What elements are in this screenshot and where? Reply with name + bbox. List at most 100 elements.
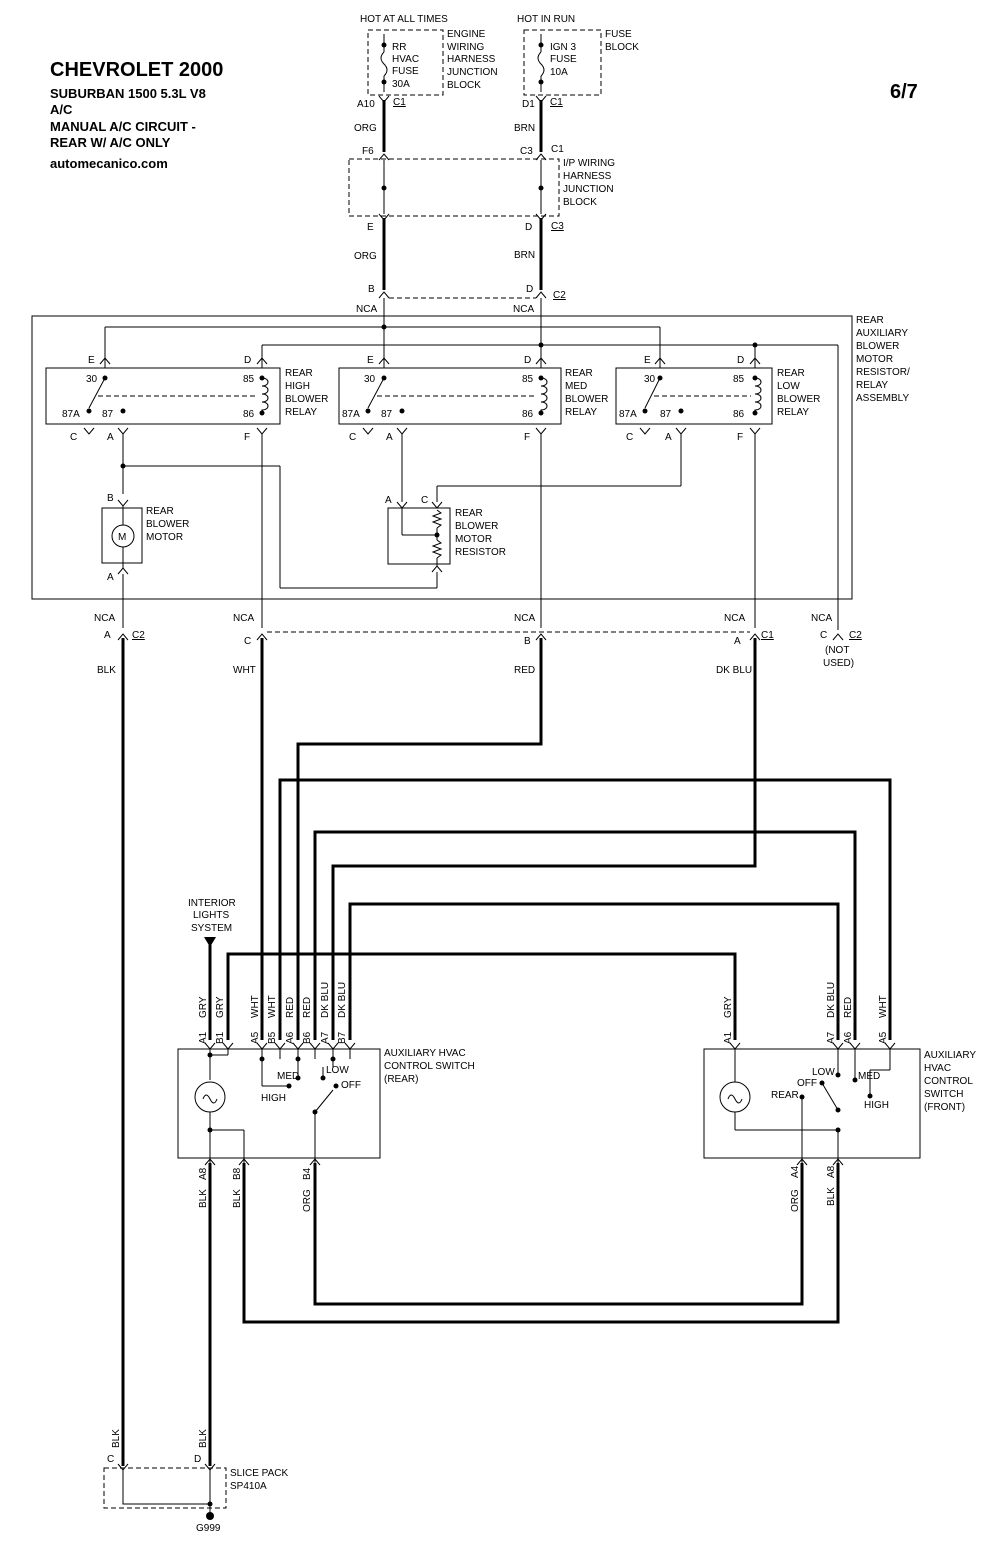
svg-text:RESISTOR/: RESISTOR/	[856, 367, 910, 378]
svg-text:30: 30	[86, 374, 98, 385]
svg-text:OFF: OFF	[341, 1080, 361, 1091]
svg-text:F: F	[737, 432, 743, 443]
option-line: REAR W/ A/C ONLY	[50, 135, 171, 150]
wht-wire-front	[278, 778, 892, 1040]
svg-text:NCA: NCA	[724, 613, 745, 624]
svg-text:LOW: LOW	[326, 1065, 349, 1076]
svg-text:WHT: WHT	[878, 995, 889, 1018]
svg-text:RELAY: RELAY	[856, 380, 888, 391]
svg-text:B7: B7	[337, 1031, 348, 1044]
svg-text:REAR: REAR	[771, 1090, 799, 1101]
svg-text:I/P WIRING: I/P WIRING	[563, 158, 615, 169]
svg-text:C3: C3	[551, 221, 564, 232]
svg-text:D1: D1	[522, 99, 535, 110]
svg-text:RELAY: RELAY	[285, 407, 317, 418]
svg-text:REAR: REAR	[856, 315, 884, 326]
svg-text:(FRONT): (FRONT)	[924, 1102, 965, 1113]
svg-text:A1: A1	[198, 1031, 209, 1044]
svg-text:JUNCTION: JUNCTION	[563, 184, 614, 195]
svg-text:C1: C1	[761, 630, 774, 641]
rear-blower-assembly-outline	[31, 315, 853, 600]
svg-text:SLICE PACK: SLICE PACK	[230, 1468, 288, 1479]
svg-text:BLK: BLK	[97, 665, 116, 676]
svg-text:A: A	[107, 572, 114, 583]
svg-text:AUXILIARY: AUXILIARY	[924, 1050, 976, 1061]
motor-m-symbol: M	[118, 532, 126, 543]
svg-text:C: C	[421, 495, 428, 506]
svg-text:BLOWER: BLOWER	[856, 341, 899, 352]
svg-text:NCA: NCA	[233, 613, 254, 624]
svg-text:30A: 30A	[392, 79, 410, 90]
svg-text:HVAC: HVAC	[392, 54, 419, 65]
svg-text:D: D	[194, 1454, 201, 1465]
svg-text:NCA: NCA	[811, 613, 832, 624]
svg-text:NCA: NCA	[514, 613, 535, 624]
svg-text:F: F	[524, 432, 530, 443]
svg-text:RED: RED	[285, 997, 296, 1018]
page-number: 6/7	[890, 81, 918, 103]
svg-text:SP410A: SP410A	[230, 1481, 267, 1492]
svg-text:SYSTEM: SYSTEM	[191, 923, 232, 934]
svg-text:87: 87	[102, 409, 114, 420]
svg-text:HIGH: HIGH	[261, 1093, 286, 1104]
svg-text:B6: B6	[302, 1031, 313, 1044]
svg-text:ORG: ORG	[354, 123, 377, 134]
svg-text:A5: A5	[878, 1031, 889, 1044]
svg-text:NCA: NCA	[513, 304, 534, 315]
svg-text:(NOT: (NOT	[825, 645, 849, 656]
svg-text:30: 30	[364, 374, 376, 385]
svg-text:B: B	[107, 493, 114, 504]
svg-text:C3: C3	[520, 146, 533, 157]
svg-text:BLOWER: BLOWER	[455, 521, 498, 532]
svg-text:BLK: BLK	[111, 1429, 122, 1448]
svg-text:MED: MED	[858, 1071, 880, 1082]
svg-text:BRN: BRN	[514, 250, 535, 261]
svg-text:D: D	[526, 284, 533, 295]
svg-text:FUSE: FUSE	[605, 29, 632, 40]
svg-text:A6: A6	[843, 1031, 854, 1044]
svg-text:A7: A7	[320, 1031, 331, 1044]
svg-text:C: C	[349, 432, 356, 443]
svg-text:REAR: REAR	[565, 368, 593, 379]
svg-text:BLOWER: BLOWER	[146, 519, 189, 530]
svg-text:HARNESS: HARNESS	[447, 54, 496, 65]
rear-high-blower-relay: E D 30 85 87A 87 86 REAR HIGH BLOWER REL…	[45, 355, 328, 443]
circuit-line: MANUAL A/C CIRCUIT -	[50, 119, 196, 134]
svg-text:DK BLU: DK BLU	[716, 665, 752, 676]
svg-text:(REAR): (REAR)	[384, 1074, 418, 1085]
vehicle-line: SUBURBAN 1500 5.3L V8	[50, 86, 206, 101]
svg-text:ORG: ORG	[790, 1189, 801, 1212]
svg-text:AUXILIARY: AUXILIARY	[856, 328, 908, 339]
svg-text:B4: B4	[302, 1167, 313, 1180]
svg-text:REAR: REAR	[285, 368, 313, 379]
blk-wire-rear-front	[242, 1163, 840, 1324]
diagram-title: CHEVROLET 2000	[50, 59, 223, 81]
svg-text:E: E	[88, 355, 95, 366]
auxiliary-hvac-control-switch-rear: MED LOW OFF HIGH AUXILIARY HVAC CONTROL …	[177, 1042, 475, 1166]
rear-blower-motor: B M REAR BLOWER MOTOR A	[101, 493, 189, 628]
svg-text:BLOWER: BLOWER	[777, 394, 820, 405]
svg-text:87: 87	[660, 409, 672, 420]
svg-text:C: C	[820, 630, 827, 641]
engine-junction-block-outline	[367, 29, 444, 96]
svg-text:A: A	[734, 636, 741, 647]
svg-text:86: 86	[522, 409, 534, 420]
svg-text:MOTOR: MOTOR	[146, 532, 183, 543]
rear-switch-lamp-icon	[194, 1081, 226, 1113]
svg-text:USED): USED)	[823, 658, 854, 669]
ip-junction-block-outline	[348, 158, 560, 217]
svg-text:SWITCH: SWITCH	[924, 1089, 963, 1100]
svg-text:NCA: NCA	[94, 613, 115, 624]
svg-text:RED: RED	[514, 665, 535, 676]
svg-text:AUXILIARY HVAC: AUXILIARY HVAC	[384, 1048, 466, 1059]
rear-low-blower-relay: E D 30 85 87A 87 86 REAR LOW BLOWER RELA…	[615, 355, 820, 443]
svg-text:87A: 87A	[342, 409, 360, 420]
gry-wire-front	[226, 952, 737, 1040]
svg-text:C1: C1	[551, 144, 564, 155]
svg-text:A: A	[386, 432, 393, 443]
rear-blower-motor-resistor: A C REAR BLOWER MOTOR RESISTOR	[385, 495, 506, 573]
hot-in-run-label: HOT IN RUN	[517, 14, 575, 25]
svg-text:E: E	[644, 355, 651, 366]
svg-text:MED: MED	[565, 381, 587, 392]
svg-text:A: A	[385, 495, 392, 506]
